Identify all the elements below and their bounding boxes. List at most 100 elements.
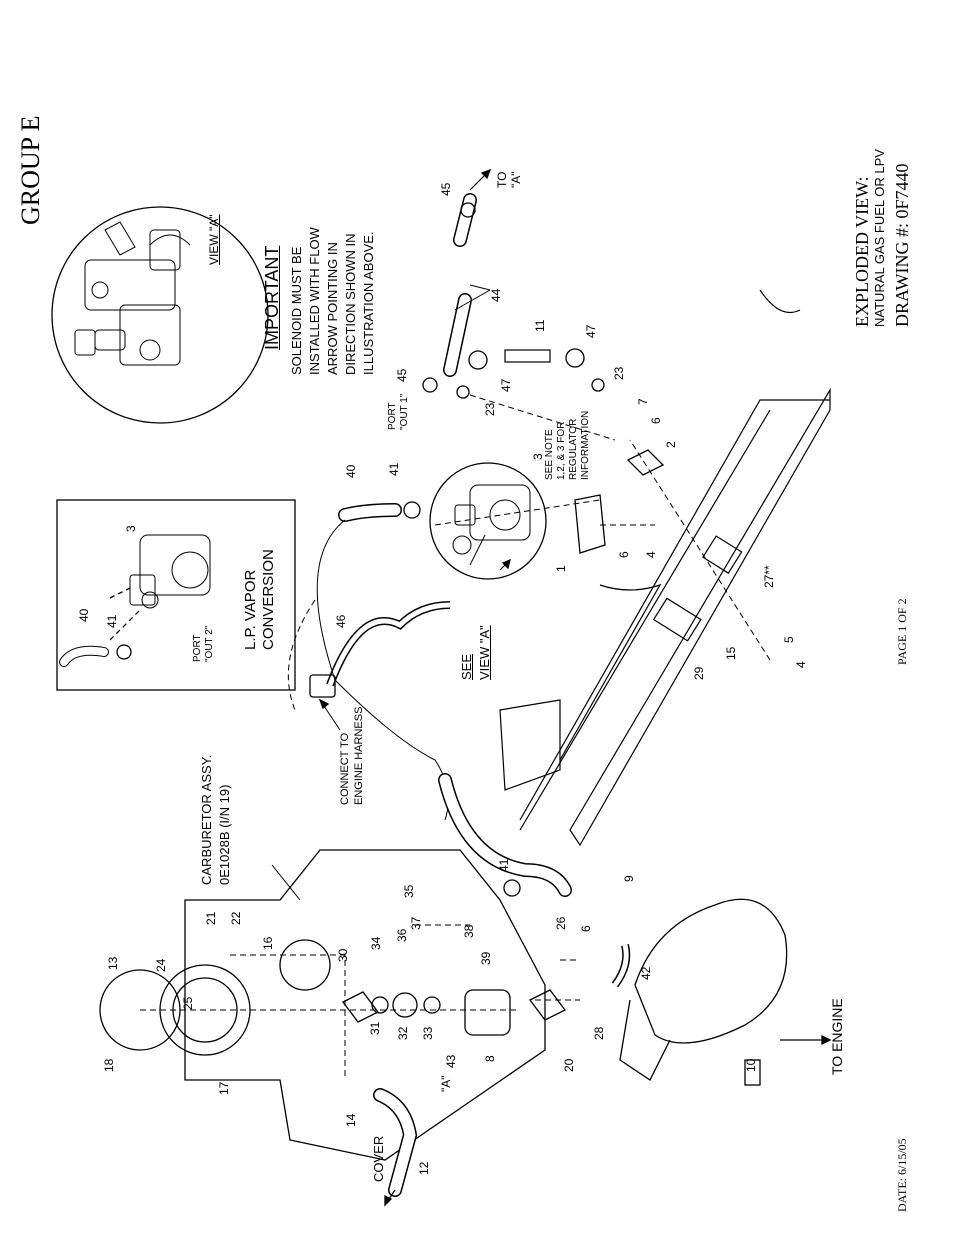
callout-28: 28 — [592, 1026, 606, 1040]
callout-11: 11 — [533, 319, 547, 332]
callout-1: 1 — [554, 565, 568, 572]
see-note-line-4: INFORMATION — [580, 410, 591, 480]
callout-23: 23 — [612, 366, 626, 380]
callout-40: 40 — [77, 608, 91, 622]
callout-25: 25 — [181, 996, 195, 1010]
callout-4: 4 — [644, 551, 658, 558]
callout-17: 17 — [217, 1081, 231, 1095]
a-mark-label: "A" — [439, 1075, 453, 1092]
port-out2-line-1: PORT — [192, 634, 203, 662]
callout-38: 38 — [462, 924, 476, 938]
carb-line-2: 0E1028B (I/N 19) — [217, 784, 232, 885]
callout-6: 6 — [617, 551, 631, 558]
lp-vapor-inset-box — [56, 499, 296, 691]
callout-33: 33 — [421, 1026, 435, 1040]
callout-2: 2 — [664, 441, 678, 448]
callout-13: 13 — [106, 956, 120, 970]
fitting-2 — [626, 449, 665, 476]
cover-label: COVER — [371, 1135, 386, 1182]
callout-39: 39 — [479, 951, 493, 965]
callout-34: 34 — [369, 936, 383, 950]
see-note-line-2: 1,2, & 3 FOR — [556, 421, 567, 480]
callout-30: 30 — [336, 948, 350, 962]
callout-45: 45 — [439, 182, 453, 196]
see-view-a-label: VIEW "A" — [477, 625, 492, 680]
callout-47: 47 — [584, 324, 598, 338]
view-a-label: VIEW "A" — [207, 214, 221, 265]
callout-8: 8 — [483, 1055, 497, 1062]
callout-31: 31 — [368, 1021, 382, 1035]
callout-3: 3 — [124, 525, 138, 532]
callout-12: 12 — [417, 1161, 431, 1175]
callout-46: 46 — [334, 614, 348, 628]
callout-21: 21 — [204, 911, 218, 925]
lp-vapor-line-1: L.P. VAPOR — [242, 569, 259, 650]
callout-43: 43 — [444, 1054, 458, 1068]
callout-20: 20 — [562, 1058, 576, 1072]
callout-6: 6 — [579, 925, 593, 932]
to-a-line-2: "A" — [509, 171, 523, 188]
intake-manifold — [634, 898, 788, 1044]
callout-41: 41 — [105, 614, 119, 628]
callout-41: 41 — [387, 462, 401, 476]
carburetor-box — [184, 849, 546, 1161]
callout-27: 27** — [762, 565, 776, 588]
important-line-1: SOLENOID MUST BE — [289, 246, 304, 375]
see-note-line-3: REGULATOR — [568, 418, 579, 480]
page-number: PAGE 1 OF 2 — [895, 598, 909, 665]
port-out1-line-1: PORT — [387, 402, 398, 430]
port-out2-line-2: "OUT 2" — [204, 625, 215, 662]
regulator-circle — [429, 462, 547, 580]
title-line3: DRAWING #: 0F7440 — [892, 163, 912, 327]
part-16 — [279, 939, 331, 991]
callout-23: 23 — [483, 402, 497, 416]
pipe-11 — [504, 349, 551, 363]
lp-vapor-regulator — [129, 534, 211, 609]
important-line-3: ARROW POINTING IN — [325, 242, 340, 375]
see-note-line-1: SEE NOTE — [544, 429, 555, 480]
port-out1-line-2: "OUT 1" — [399, 393, 410, 430]
callout-35: 35 — [402, 884, 416, 898]
to-engine-label: TO ENGINE — [829, 998, 845, 1075]
callout-5: 5 — [782, 636, 796, 643]
lp-vapor-line-2: CONVERSION — [260, 549, 277, 650]
important-line-5: ILLUSTRATION ABOVE. — [361, 231, 376, 375]
callout-24: 24 — [154, 958, 168, 972]
callout-37: 37 — [409, 916, 423, 930]
callout-4: 4 — [794, 661, 808, 668]
callout-22: 22 — [229, 911, 243, 925]
to-a-line-1: TO — [495, 171, 509, 188]
callout-29: 29 — [692, 666, 706, 680]
callout-32: 32 — [396, 1026, 410, 1040]
view-a-assembly — [74, 221, 191, 366]
callout-14: 14 — [344, 1113, 358, 1127]
callout-15: 15 — [724, 646, 738, 660]
callout-36: 36 — [395, 928, 409, 942]
callout-42: 42 — [639, 966, 653, 980]
callout-44: 44 — [489, 288, 503, 302]
see-label: SEE — [459, 653, 474, 680]
carb-line-1: CARBURETOR ASSY. — [199, 754, 214, 885]
callout-16: 16 — [261, 936, 275, 950]
important-line-2: INSTALLED WITH FLOW — [307, 227, 322, 375]
callout-6: 6 — [649, 417, 663, 424]
callout-47: 47 — [499, 378, 513, 392]
group-heading: GROUP E — [16, 115, 45, 225]
callout-18: 18 — [102, 1058, 116, 1072]
title-line2: NATURAL GAS FUEL OR LPV — [872, 149, 887, 327]
callout-10: 10 — [744, 1058, 758, 1072]
callout-40: 40 — [344, 464, 358, 478]
callout-9: 9 — [622, 875, 636, 882]
callout-45: 45 — [395, 368, 409, 382]
callout-3: 3 — [531, 453, 545, 460]
important-line-4: DIRECTION SHOWN IN — [343, 233, 358, 375]
frame-rails — [499, 289, 831, 847]
bracket-1 — [574, 494, 606, 554]
title-line1: EXPLODED VIEW: — [852, 176, 872, 327]
connect-line-2: ENGINE HARNESS — [353, 706, 365, 805]
regulator-3 — [452, 484, 531, 555]
part-8 — [464, 989, 511, 1036]
important-heading: IMPORTANT — [262, 245, 282, 350]
